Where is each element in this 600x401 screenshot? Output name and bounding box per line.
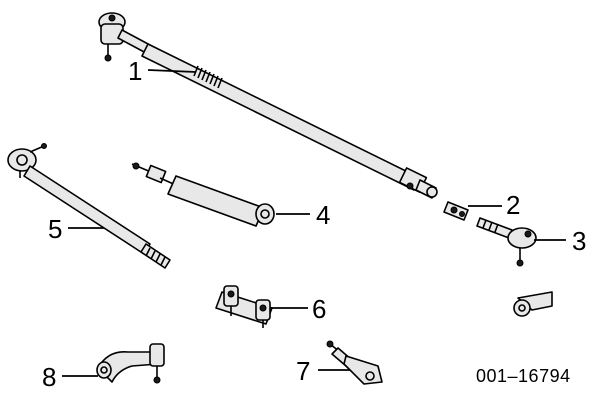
part-5-drag-link	[7, 143, 171, 269]
part-1-relay-rod	[98, 12, 438, 199]
part-7-ball-stud	[326, 340, 383, 385]
part-6-adjuster-clamp	[215, 285, 273, 328]
part-1-thread	[193, 65, 223, 89]
part-8-idler-arm	[96, 343, 165, 384]
leader-lines	[62, 69, 566, 377]
bracket-unlabeled	[513, 291, 553, 317]
callout-6: 6	[312, 294, 326, 324]
callout-5: 5	[48, 214, 62, 244]
callout-4: 4	[316, 200, 330, 230]
part-4-steering-damper	[131, 162, 275, 227]
callout-7: 7	[296, 356, 310, 386]
callout-8: 8	[42, 362, 56, 392]
callout-2: 2	[506, 190, 520, 220]
reference-number: 001–16794	[476, 366, 571, 386]
part-2-adjuster	[443, 201, 469, 221]
part-3-tie-rod-end	[476, 217, 537, 267]
callout-1: 1	[128, 56, 142, 86]
callout-3: 3	[572, 226, 586, 256]
